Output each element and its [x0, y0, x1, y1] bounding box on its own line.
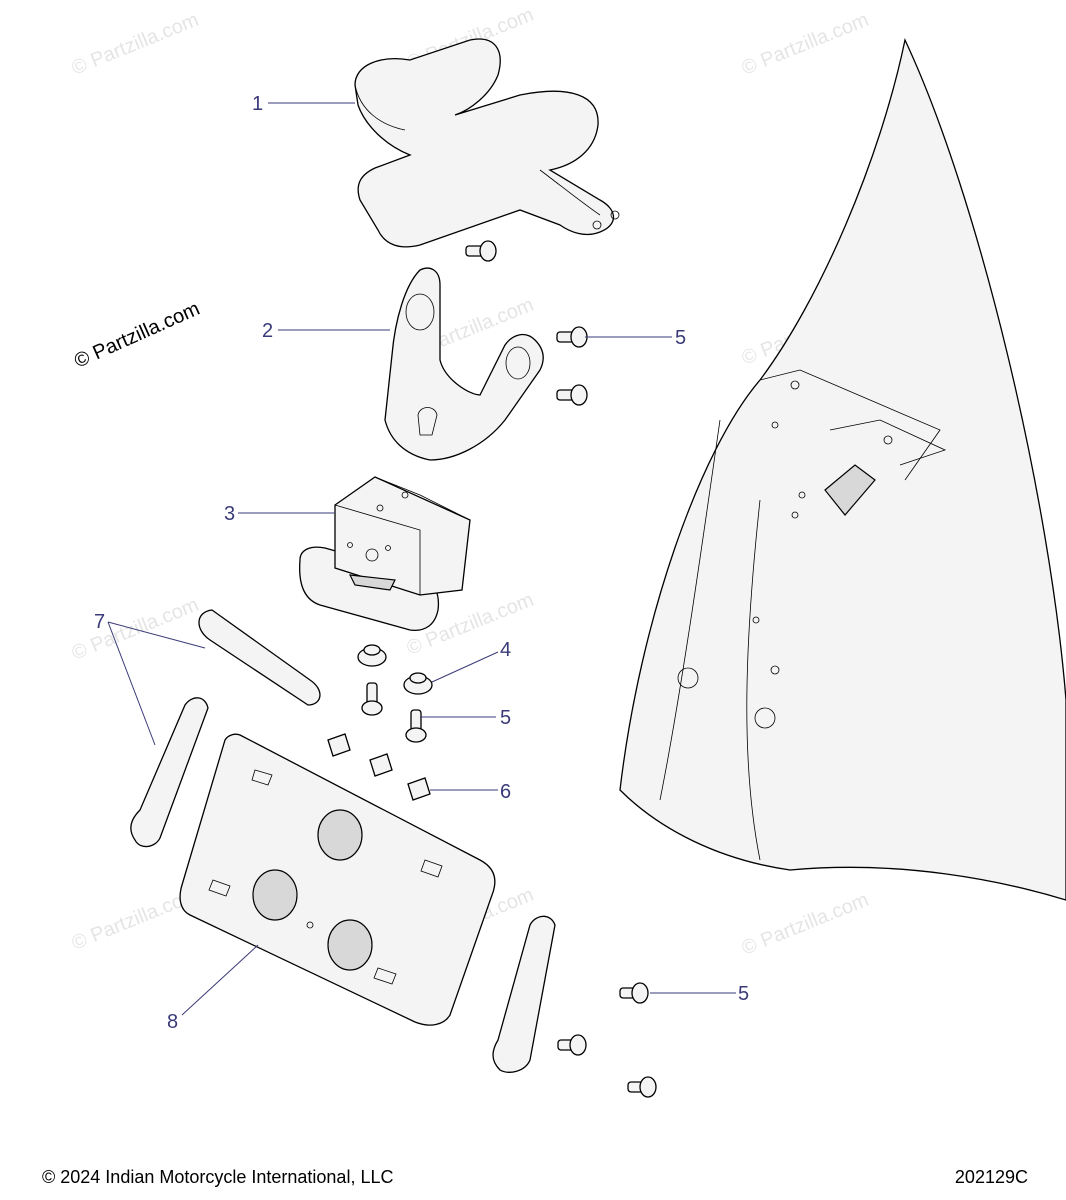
rear-fender: [619, 37, 1066, 901]
part-6-clips: [327, 733, 431, 801]
callout-1: 1: [252, 93, 263, 115]
bolt: [556, 326, 588, 348]
part-4-grommets: [357, 644, 433, 695]
callout-2: 2: [262, 320, 273, 342]
watermark-main: © Partzilla.com: [71, 298, 203, 373]
bolt: [557, 1034, 587, 1056]
callout-3: 3: [224, 503, 235, 525]
part-7-reflectors: [130, 609, 556, 1073]
part-2-bracket: [384, 267, 544, 461]
drawing-number: 202129C: [954, 1167, 1028, 1187]
bolt: [627, 1076, 657, 1098]
bolt-group-lower: [557, 982, 657, 1098]
bolt-group-middle: [361, 682, 427, 743]
callout-leaders: [107, 102, 736, 1016]
callout-5-lower: 5: [738, 983, 749, 1005]
callout-5-upper: 5: [675, 327, 686, 349]
watermark-faint: © Partzilla.com: [739, 9, 872, 80]
part-1-cover: [354, 38, 620, 248]
copyright-notice: © 2024 Indian Motorcycle International, …: [42, 1167, 394, 1187]
part-8-plate-bracket: [179, 733, 496, 1026]
part-3-mount: [299, 476, 471, 631]
watermark-faint: © Partzilla.com: [739, 889, 872, 960]
callout-4: 4: [500, 639, 511, 661]
bolt: [556, 384, 588, 406]
callout-8: 8: [167, 1011, 178, 1033]
bolt: [361, 682, 383, 716]
callout-5-middle: 5: [500, 707, 511, 729]
bolt: [405, 709, 427, 743]
callout-7: 7: [94, 611, 105, 633]
callout-labels: 1 2 3 4 5 5 5 6 7 8: [94, 93, 749, 1033]
bolt: [619, 982, 649, 1004]
bolt-group-upper: [465, 240, 588, 406]
callout-6: 6: [500, 781, 511, 803]
bolt: [465, 240, 497, 262]
watermark-faint: © Partzilla.com: [69, 9, 202, 80]
